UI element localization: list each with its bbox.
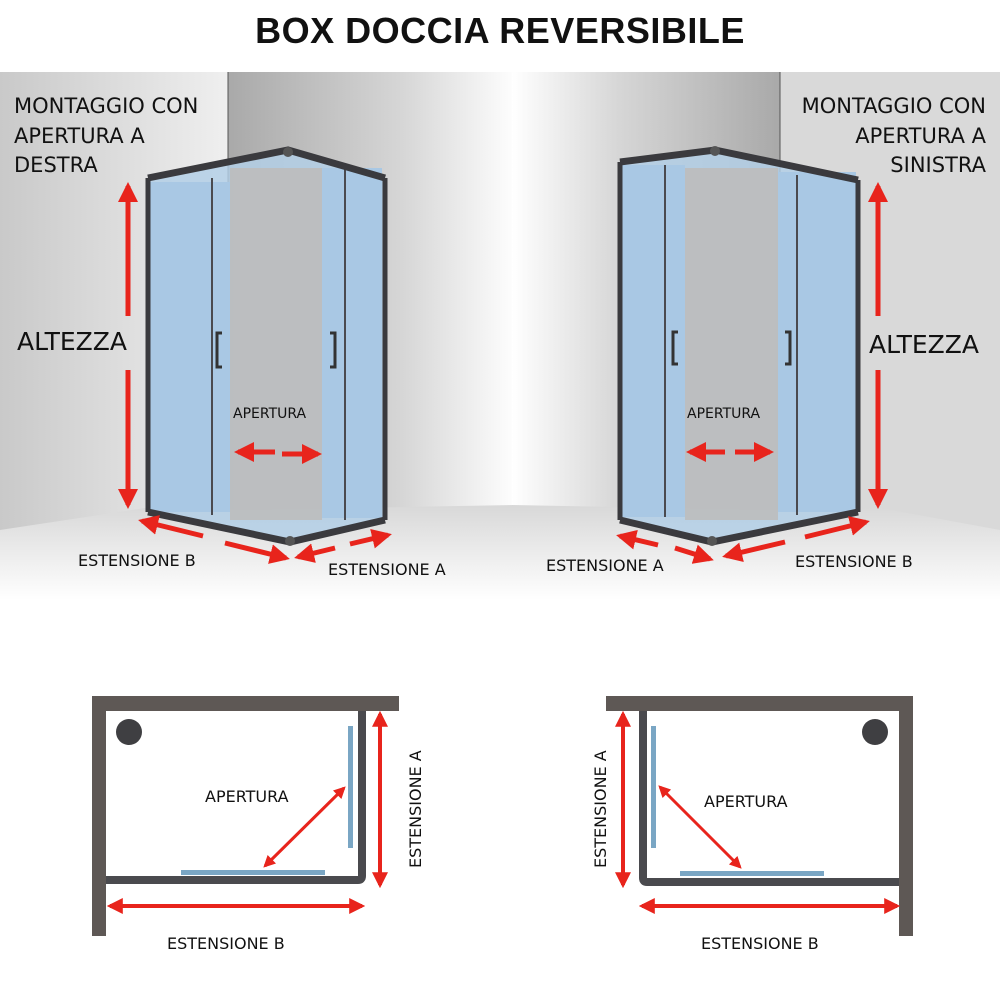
door-handle-icon bbox=[215, 331, 222, 369]
page-title: BOX DOCCIA REVERSIBILE bbox=[255, 10, 745, 51]
mount-label: DESTRA bbox=[14, 153, 98, 177]
drain-icon bbox=[116, 719, 142, 745]
door-handle-icon bbox=[330, 331, 337, 369]
height-label: ALTEZZA bbox=[17, 327, 127, 356]
mount-label: SINISTRA bbox=[890, 153, 986, 177]
left-plan-view: APERTURA ESTENSIONE A ESTENSIONE B bbox=[92, 696, 425, 953]
opening-arrow-icon bbox=[263, 786, 346, 868]
wall bbox=[92, 696, 399, 711]
opening-label: APERTURA bbox=[205, 787, 289, 806]
glass-panel bbox=[348, 726, 353, 848]
ext-b-label: ESTENSIONE B bbox=[167, 934, 285, 953]
glass-panel bbox=[680, 871, 824, 876]
ext-a-label: ESTENSIONE A bbox=[591, 750, 610, 868]
mount-label: APERTURA A bbox=[14, 124, 145, 148]
mount-label: MONTAGGIO CON bbox=[14, 94, 198, 118]
ext-b-label: ESTENSIONE B bbox=[701, 934, 819, 953]
ext-a-arrow-icon bbox=[294, 543, 336, 563]
shower-enclosure bbox=[617, 146, 861, 546]
wall bbox=[92, 696, 106, 936]
floor bbox=[512, 505, 1000, 600]
opening-label: APERTURA bbox=[233, 406, 307, 422]
ext-b-arrow-icon bbox=[722, 539, 786, 563]
ext-a-arrow-icon bbox=[349, 528, 392, 549]
ext-a-arrow-icon bbox=[674, 544, 714, 564]
wall bbox=[899, 696, 913, 936]
ext-a-arrow-icon bbox=[616, 529, 659, 550]
height-label: ALTEZZA bbox=[869, 330, 979, 359]
ext-b-label: ESTENSIONE B bbox=[78, 551, 196, 570]
mount-label: APERTURA A bbox=[855, 124, 986, 148]
glass-panel bbox=[651, 726, 656, 848]
ext-b-arrow-icon bbox=[138, 515, 204, 539]
opening-arrow-icon bbox=[658, 785, 742, 869]
ext-a-label: ESTENSIONE A bbox=[406, 750, 425, 868]
door-handle-icon bbox=[671, 330, 678, 366]
opening-label: APERTURA bbox=[704, 792, 788, 811]
door-handle-icon bbox=[785, 330, 792, 366]
glass-panel bbox=[181, 870, 325, 875]
ext-b-arrow-icon bbox=[804, 516, 870, 540]
tray-edge bbox=[106, 711, 366, 884]
ext-a-label: ESTENSIONE A bbox=[546, 556, 664, 575]
wall bbox=[606, 696, 913, 711]
right-3d-scene: MONTAGGIO CON APERTURA A SINISTRA ALTEZZ… bbox=[512, 72, 1000, 600]
ext-a-label: ESTENSIONE A bbox=[328, 560, 446, 579]
opening-label: APERTURA bbox=[687, 406, 761, 422]
ext-b-label: ESTENSIONE B bbox=[795, 552, 913, 571]
left-3d-scene: MONTAGGIO CON APERTURA A DESTRA ALTEZZA … bbox=[0, 72, 518, 600]
right-plan-view: APERTURA ESTENSIONE A ESTENSIONE B bbox=[591, 696, 913, 953]
tray-edge bbox=[639, 711, 899, 886]
ext-b-arrow-icon bbox=[224, 540, 290, 564]
mount-label: MONTAGGIO CON bbox=[802, 94, 986, 118]
drain-icon bbox=[862, 719, 888, 745]
shower-enclosure bbox=[145, 146, 388, 546]
